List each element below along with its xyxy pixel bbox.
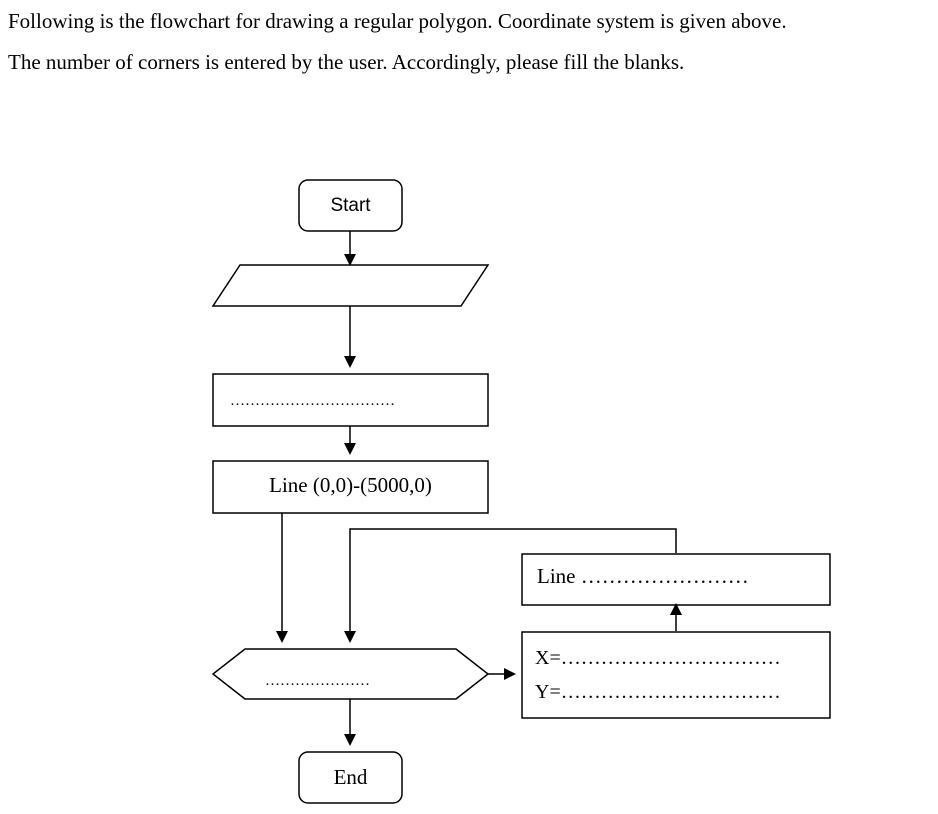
- instruction-line-2: The number of corners is entered by the …: [8, 50, 685, 74]
- end-terminal: End: [298, 751, 403, 804]
- loop-line-label: Line ……………………: [537, 564, 749, 588]
- assignment-box: X=…………………………… Y=……………………………: [521, 631, 831, 719]
- x-assignment: X=……………………………: [535, 647, 781, 669]
- process-box-blank: ……………………………: [212, 373, 489, 427]
- line-statement-box: Line (0,0)-(5000,0): [212, 460, 489, 514]
- process-blank: ……………………………: [230, 393, 395, 409]
- start-terminal: Start: [298, 179, 403, 232]
- loop-line-box: Line ……………………: [521, 553, 831, 606]
- y-assignment: Y=……………………………: [535, 681, 781, 703]
- decision-hexagon: …………………: [211, 648, 490, 700]
- input-parallelogram: [211, 264, 490, 307]
- line-statement: Line (0,0)-(5000,0): [269, 473, 432, 497]
- loop-back-path: [344, 528, 677, 643]
- instruction-line-1: Following is the flowchart for drawing a…: [8, 9, 787, 33]
- start-label: Start: [330, 195, 371, 216]
- end-label: End: [334, 765, 368, 789]
- decision-blank: …………………: [265, 673, 370, 689]
